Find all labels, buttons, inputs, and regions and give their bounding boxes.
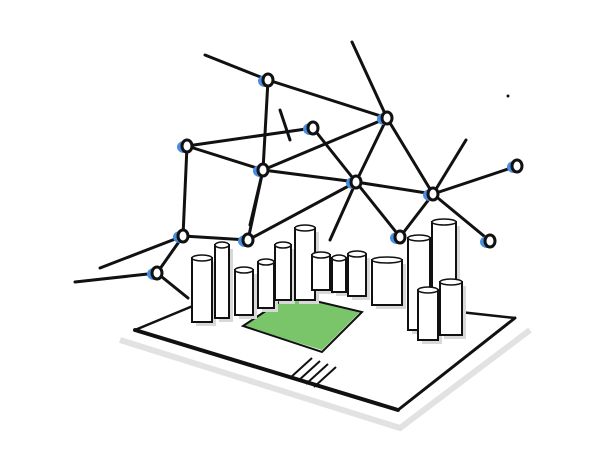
network-edges: [73, 40, 519, 300]
building: [191, 257, 213, 323]
network-edge: [354, 180, 402, 239]
building-roof: [407, 234, 431, 242]
network-nodes: [147, 72, 524, 281]
network-edge: [181, 144, 189, 238]
building-roof: [294, 224, 316, 232]
network-edge: [354, 116, 389, 184]
building: [417, 289, 439, 341]
network-edge: [246, 180, 358, 242]
network-node: [510, 158, 524, 174]
network-node: [426, 186, 440, 202]
building: [331, 257, 347, 293]
network-edge: [185, 144, 265, 172]
network-edge: [261, 78, 270, 172]
building: [371, 259, 403, 306]
network-edge: [203, 53, 270, 82]
network-node: [393, 229, 407, 245]
dot: [506, 94, 510, 98]
building-roof: [274, 241, 292, 249]
network-edge: [261, 116, 389, 172]
network-edge: [311, 126, 358, 184]
network-edge: [350, 40, 389, 120]
building: [234, 269, 254, 316]
network-edge: [261, 168, 358, 184]
network-node: [256, 162, 270, 178]
network-node: [180, 138, 194, 154]
network-node: [380, 110, 394, 126]
building: [274, 244, 292, 301]
building-roof: [371, 256, 403, 264]
network-edge: [181, 234, 250, 242]
network-edge: [431, 164, 519, 196]
building: [257, 261, 275, 309]
building-roof: [347, 250, 367, 258]
building-roof: [311, 251, 331, 259]
network-node: [241, 232, 255, 248]
building-roof: [214, 241, 230, 249]
building-roof: [439, 278, 463, 286]
network-edge: [431, 138, 468, 196]
building: [214, 244, 230, 319]
network-edge: [385, 116, 435, 196]
building-roof: [417, 286, 439, 294]
network-node: [176, 228, 190, 244]
network-node: [349, 174, 363, 190]
hatching: [289, 357, 337, 388]
building-roof: [331, 254, 347, 262]
building-roof: [257, 258, 275, 266]
network-node: [261, 72, 275, 88]
building-roof: [191, 254, 213, 262]
network-edge: [278, 108, 292, 142]
building: [347, 253, 367, 297]
building-roof: [234, 266, 254, 274]
network-node: [306, 120, 320, 136]
building: [439, 281, 463, 336]
network-edge: [398, 192, 435, 239]
network-edge: [73, 271, 159, 284]
network-edge: [354, 180, 435, 196]
network-edge: [266, 78, 389, 120]
buildings: [191, 218, 466, 344]
network-node: [150, 265, 164, 281]
network-edge: [248, 168, 265, 227]
network-edge: [431, 192, 492, 243]
network-edge: [328, 180, 358, 242]
building: [311, 254, 331, 291]
network-edge: [185, 126, 315, 148]
network-node: [483, 233, 497, 249]
network-edge: [98, 234, 185, 270]
building-roof: [431, 218, 457, 226]
